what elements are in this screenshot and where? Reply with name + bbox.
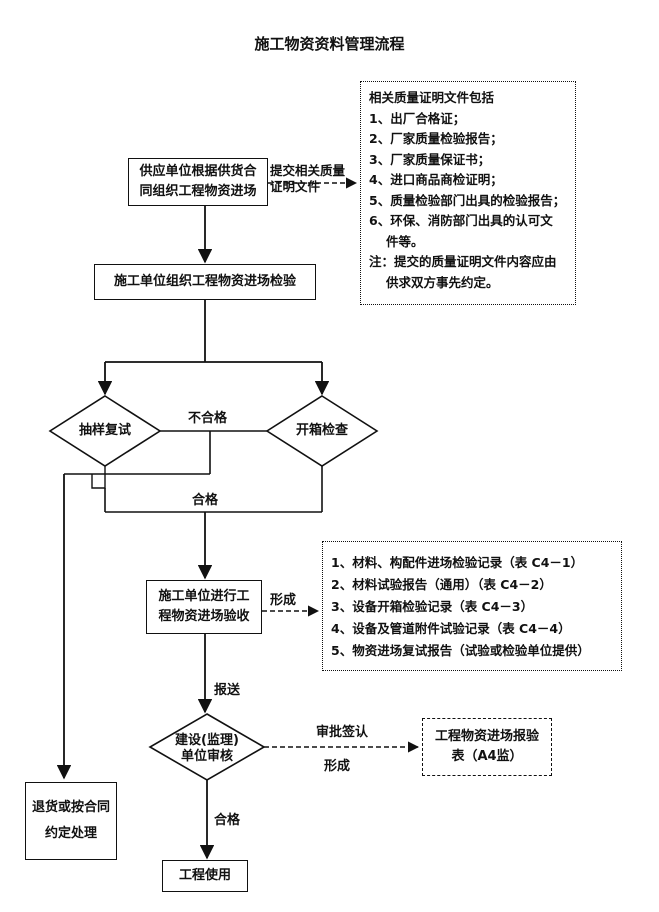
cert-note-item: 2、厂家质量检验报告； [369, 131, 503, 146]
qualified-label-2: 合格 [214, 813, 241, 828]
report-form-label: 工程物资进场报验表（A4监） [434, 729, 539, 764]
cert-note-heading: 相关质量证明文件包括 [369, 90, 495, 105]
records-note-item: 2、材料试验报告（通用）（表 C4－2） [331, 577, 552, 592]
page-title: 施工物资资料管理流程 [254, 35, 405, 53]
cert-note-box: 相关质量证明文件包括 1、出厂合格证； 2、厂家质量检验报告； 3、厂家质量保证… [360, 81, 576, 305]
records-note-box: 1、材料、构配件进场检验记录（表 C4－1） 2、材料试验报告（通用）（表 C4… [322, 541, 622, 671]
line-resample-qualified [91, 466, 106, 489]
cert-note-item: 供求双方事先约定。 [386, 274, 499, 290]
use-box: 工程使用 [162, 860, 248, 892]
inspect-box: 施工单位组织工程物资进场检验 [94, 264, 316, 300]
records-note-item: 4、设备及管道附件试验记录（表 C4－4） [331, 621, 571, 636]
cert-note-item: 5、质量检验部门出具的检验报告； [369, 192, 566, 208]
return-box-label: 退货或按合同约定处理 [32, 800, 111, 841]
review-label: 建设(监理)单位审核 [175, 733, 239, 764]
cert-note-item: 注：提交的质量证明文件内容应由 [369, 254, 557, 269]
unpack-label: 开箱检查 [295, 423, 348, 438]
unqualified-label: 不合格 [188, 411, 228, 426]
supplier-box-label: 供应单位根据供货合同组织工程物资进场 [139, 164, 257, 199]
records-note-item: 5、物资进场复试报告（试验或检验单位提供） [331, 643, 590, 658]
inspect-box-label: 施工单位组织工程物资进场检验 [113, 274, 296, 289]
cert-note-item: 1、出厂合格证； [369, 110, 466, 126]
approve-label: 审批签认 [316, 725, 369, 740]
use-box-label: 工程使用 [178, 868, 231, 883]
accept-box-label: 施工单位进行工程物资进场验收 [158, 589, 250, 624]
supplier-box: 供应单位根据供货合同组织工程物资进场 [128, 158, 268, 206]
report-form-box: 工程物资进场报验表（A4监） [422, 718, 552, 776]
form-label: 形成 [270, 593, 297, 608]
submit-cert-label: 提交相关质量证明文件 [270, 163, 346, 194]
return-box: 退货或按合同约定处理 [25, 782, 117, 860]
form-label-2: 形成 [324, 759, 351, 774]
send-label: 报送 [214, 683, 241, 698]
cert-note-item: 4、进口商品商检证明； [369, 172, 503, 187]
qualified-label-1: 合格 [192, 493, 219, 508]
resample-label: 抽样复试 [78, 423, 131, 438]
cert-note-item: 件等。 [386, 233, 424, 249]
accept-box: 施工单位进行工程物资进场验收 [146, 580, 262, 634]
records-note-item: 1、材料、构配件进场检验记录（表 C4－1） [331, 555, 584, 570]
cert-note-item: 3、厂家质量保证书； [369, 151, 491, 167]
cert-note-item: 6、环保、消防部门出具的认可文 [369, 213, 553, 228]
records-note-item: 3、设备开箱检验记录（表 C4－3） [331, 599, 534, 614]
